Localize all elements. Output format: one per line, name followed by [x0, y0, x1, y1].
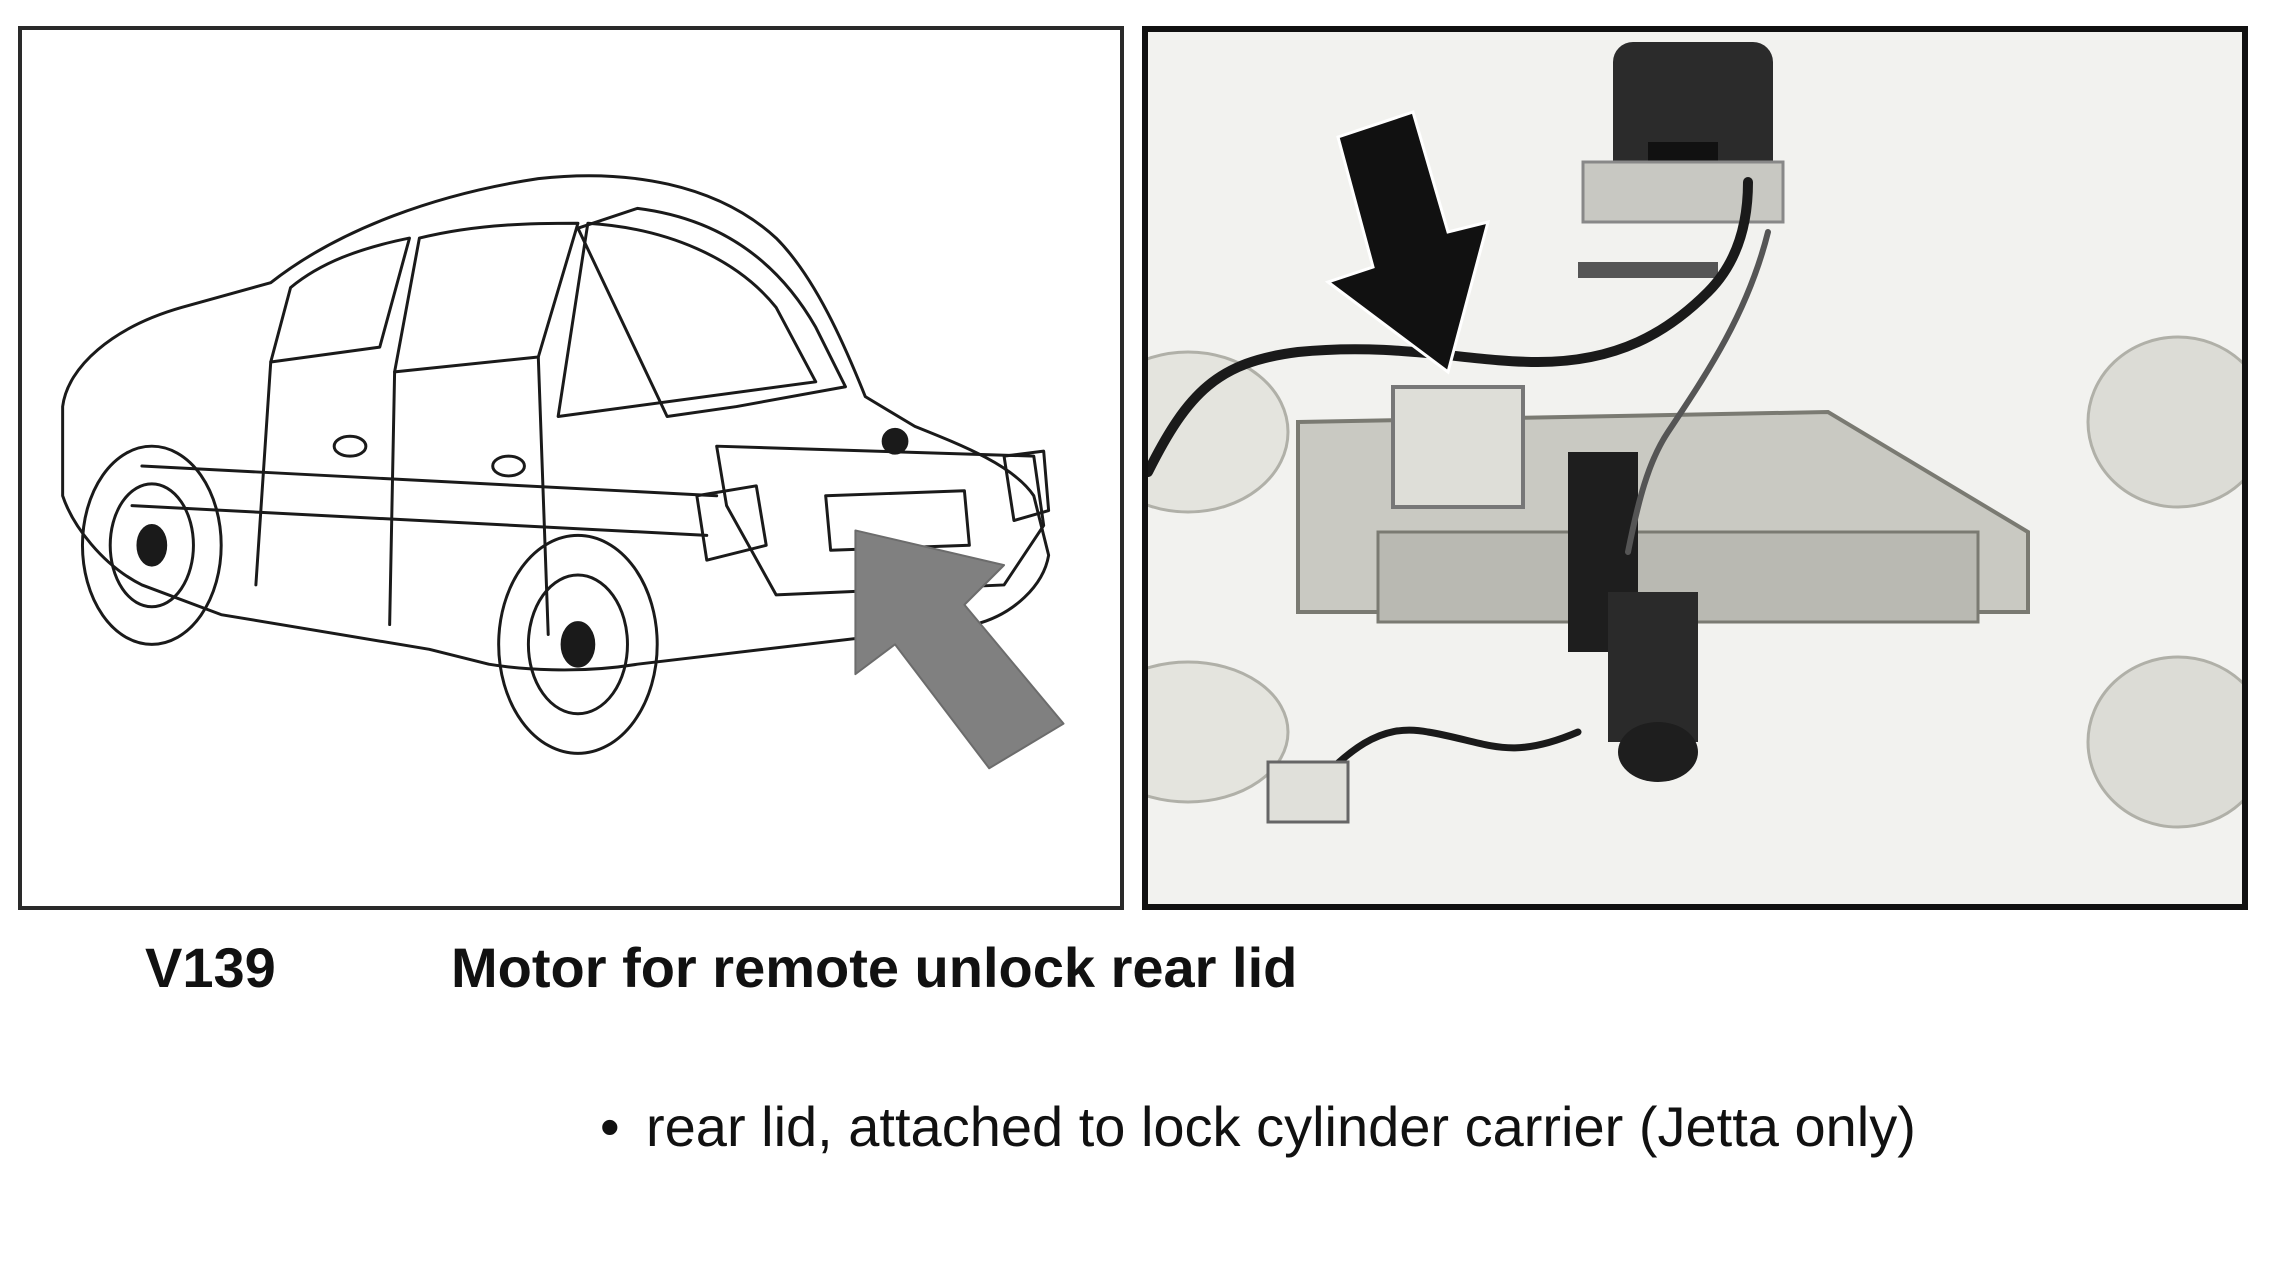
component-title: Motor for remote unlock rear lid — [451, 936, 1298, 999]
lock-motor-photo — [1148, 32, 2242, 904]
lock-motor-photo-panel — [1142, 26, 2248, 910]
bullet-text: rear lid, attached to lock cylinder carr… — [646, 1095, 1916, 1158]
car-illustration-panel — [18, 26, 1124, 910]
bullet-list-item: • rear lid, attached to lock cylinder ca… — [600, 1095, 1980, 1159]
car-line-drawing — [61, 174, 1065, 770]
gray-arrow-icon — [854, 529, 1065, 770]
component-code: V139 — [145, 936, 276, 999]
bullet-icon: • — [600, 1095, 620, 1158]
black-arrow-icon — [1324, 110, 1491, 375]
